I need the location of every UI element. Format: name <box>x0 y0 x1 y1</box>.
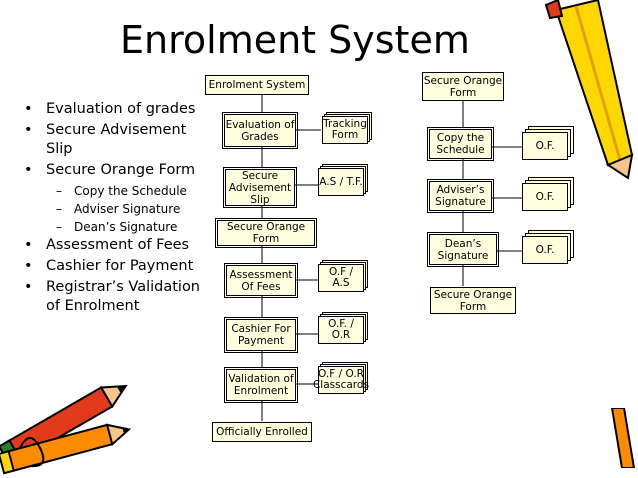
flow-right-copy-schedule: Copy the Schedule <box>427 127 494 161</box>
doc-of-1: O.F. <box>522 126 574 160</box>
flow-right-start-box: Secure Orange Form <box>422 72 504 101</box>
flow-right-adviser-signature: Adviser’s Signature <box>427 179 494 213</box>
doc-as-tf: A.S / T.F. <box>318 164 368 198</box>
flow-start-box: Enrolment System <box>205 75 309 95</box>
flow-right-end-box: Secure Orange Form <box>430 287 516 314</box>
sub-bullet-item: Copy the Schedule <box>24 182 209 200</box>
doc-of-or: O.F. / O.R <box>318 312 368 346</box>
sub-bullet-item: Adviser Signature <box>24 200 209 218</box>
pencil-icon <box>610 408 636 468</box>
doc-of-2: O.F. <box>522 177 574 211</box>
flow-right-dean-signature: Dean’s Signature <box>427 232 499 267</box>
flow-step-assessment: Assessment Of Fees <box>224 263 298 298</box>
bullet-item: Registrar’s Validation of Enrolment <box>24 278 209 316</box>
flow-step-validation: Validation of Enrolment <box>224 367 298 403</box>
flow-step-evaluation: Evaluation of Grades <box>222 112 298 149</box>
doc-tracking-form: Tracking Form <box>322 112 372 146</box>
pencil-icon <box>544 0 634 180</box>
flow-end-box: Officially Enrolled <box>212 422 312 442</box>
doc-of-3: O.F. <box>522 230 574 264</box>
flow-step-advisement: Secure Advisement Slip <box>223 167 297 208</box>
bullet-item: Cashier for Payment <box>24 257 209 276</box>
bullet-item: Evaluation of grades <box>24 100 209 119</box>
flow-step-cashier: Cashier For Payment <box>224 317 298 353</box>
bullet-item: Secure Advisement Slip <box>24 121 209 159</box>
doc-of-as: O.F / A.S <box>318 260 368 294</box>
bullet-list: Evaluation of grades Secure Advisement S… <box>24 100 209 318</box>
bullet-item: Secure Orange Form <box>24 161 209 180</box>
flow-step-orange-form: Secure Orange Form <box>215 218 317 248</box>
page-title: Enrolment System <box>120 18 470 62</box>
pencil-icon <box>0 384 132 475</box>
doc-of-or-classcards: O.F / O.R Classcards <box>313 362 369 396</box>
bullet-item: Assessment of Fees <box>24 236 209 255</box>
sub-bullet-item: Dean’s Signature <box>24 218 209 236</box>
